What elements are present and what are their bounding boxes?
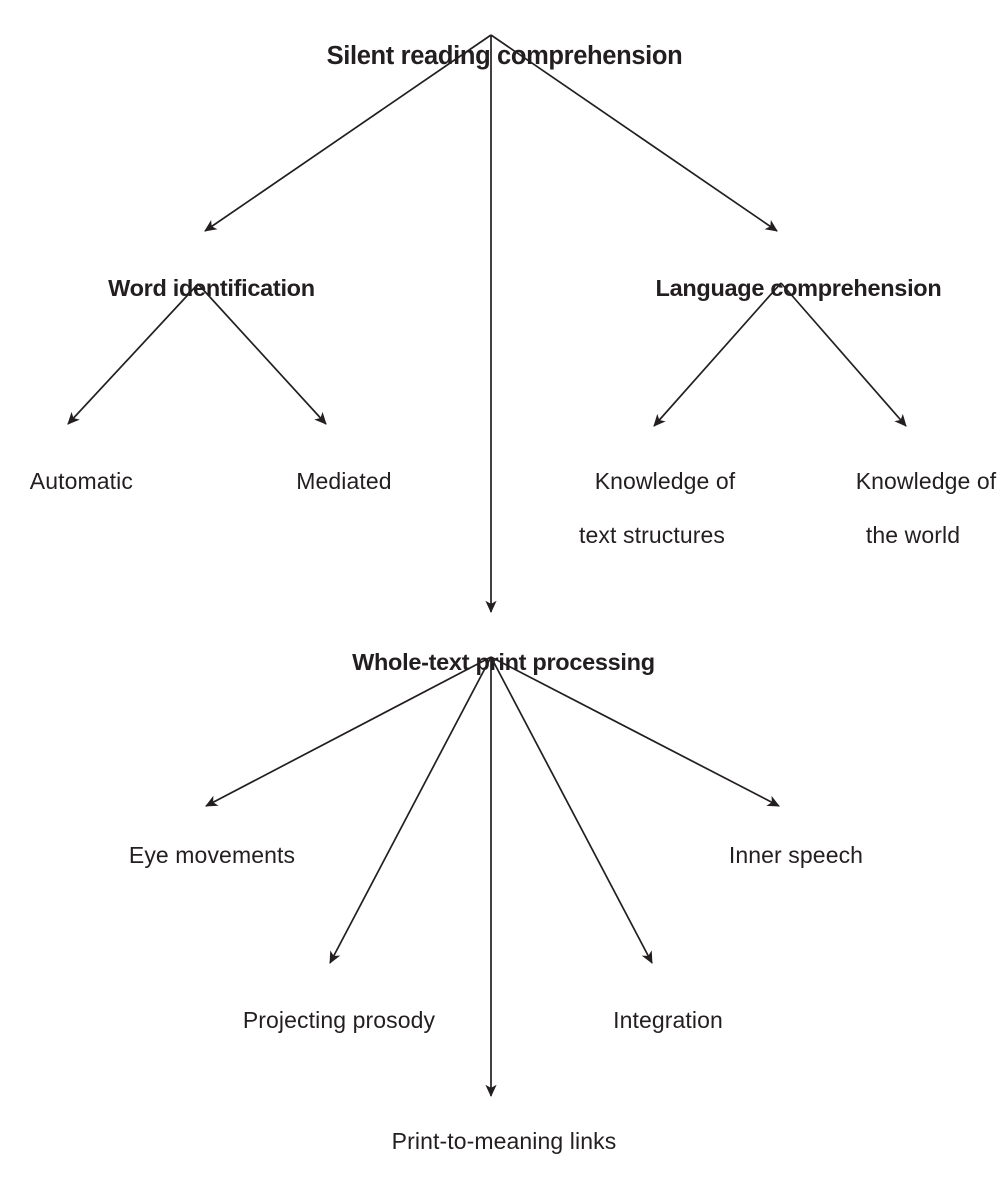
node-projecting-prosody: Projecting prosody — [146, 980, 506, 1061]
edge-word_identification-to-mediated — [197, 283, 327, 425]
edge-whole_text_print_processing-to-integration — [490, 656, 653, 964]
edge-language_comprehension-to-knowledge_text_structures — [653, 282, 782, 427]
node-automatic: Automatic — [0, 441, 249, 522]
node-print-to-meaning-links: Print-to-meaning links — [291, 1101, 691, 1182]
diagram-edges-layer — [67, 34, 907, 1097]
node-label-text: Eye movements — [128, 841, 296, 868]
node-inner-speech: Inner speech — [603, 815, 963, 896]
diagram-canvas: Silent reading comprehension Word identi… — [0, 12, 1000, 1154]
edge-root-to-language_comprehension — [490, 34, 778, 232]
node-silent-reading-comprehension: Silent reading comprehension — [191, 12, 791, 101]
node-word-identification: Word identification — [0, 248, 399, 330]
edge-language_comprehension-to-knowledge_world — [780, 282, 907, 427]
node-label-text: Projecting prosody — [242, 1006, 436, 1033]
node-integration: Integration — [475, 980, 835, 1061]
node-label-line-2: the world — [865, 521, 961, 548]
node-label-text: Silent reading comprehension — [326, 41, 683, 70]
node-label-text: Inner speech — [728, 841, 864, 868]
node-label-text: Mediated — [296, 467, 392, 494]
edge-root-to-word_identification — [204, 34, 492, 232]
edge-word_identification-to-automatic — [67, 283, 199, 425]
node-eye-movements: Eye movements — [19, 815, 379, 896]
node-label-line-2: text structures — [579, 521, 725, 548]
node-knowledge-of-text-structures: Knowledge of text structures — [472, 441, 832, 602]
node-label-text: Print-to-meaning links — [391, 1127, 617, 1154]
node-whole-text-print-processing: Whole-text print processing — [191, 622, 791, 704]
node-knowledge-of-the-world: Knowledge of the world — [733, 441, 1000, 602]
node-mediated: Mediated — [151, 441, 511, 522]
node-language-comprehension: Language comprehension — [536, 248, 1000, 330]
edge-whole_text_print_processing-to-projecting_prosody — [329, 656, 492, 964]
edge-whole_text_print_processing-to-inner_speech — [490, 656, 780, 807]
node-label-text: Word identification — [108, 275, 315, 302]
node-label-text: Automatic — [29, 467, 133, 494]
node-label-text: Whole-text print processing — [352, 649, 655, 676]
node-label-line-1: Knowledge of — [855, 467, 997, 494]
node-label-text: Integration — [613, 1006, 723, 1033]
node-label-text: Language comprehension — [655, 275, 942, 302]
node-label-line-1: Knowledge of — [594, 467, 736, 494]
edge-whole_text_print_processing-to-eye_movements — [205, 656, 492, 807]
